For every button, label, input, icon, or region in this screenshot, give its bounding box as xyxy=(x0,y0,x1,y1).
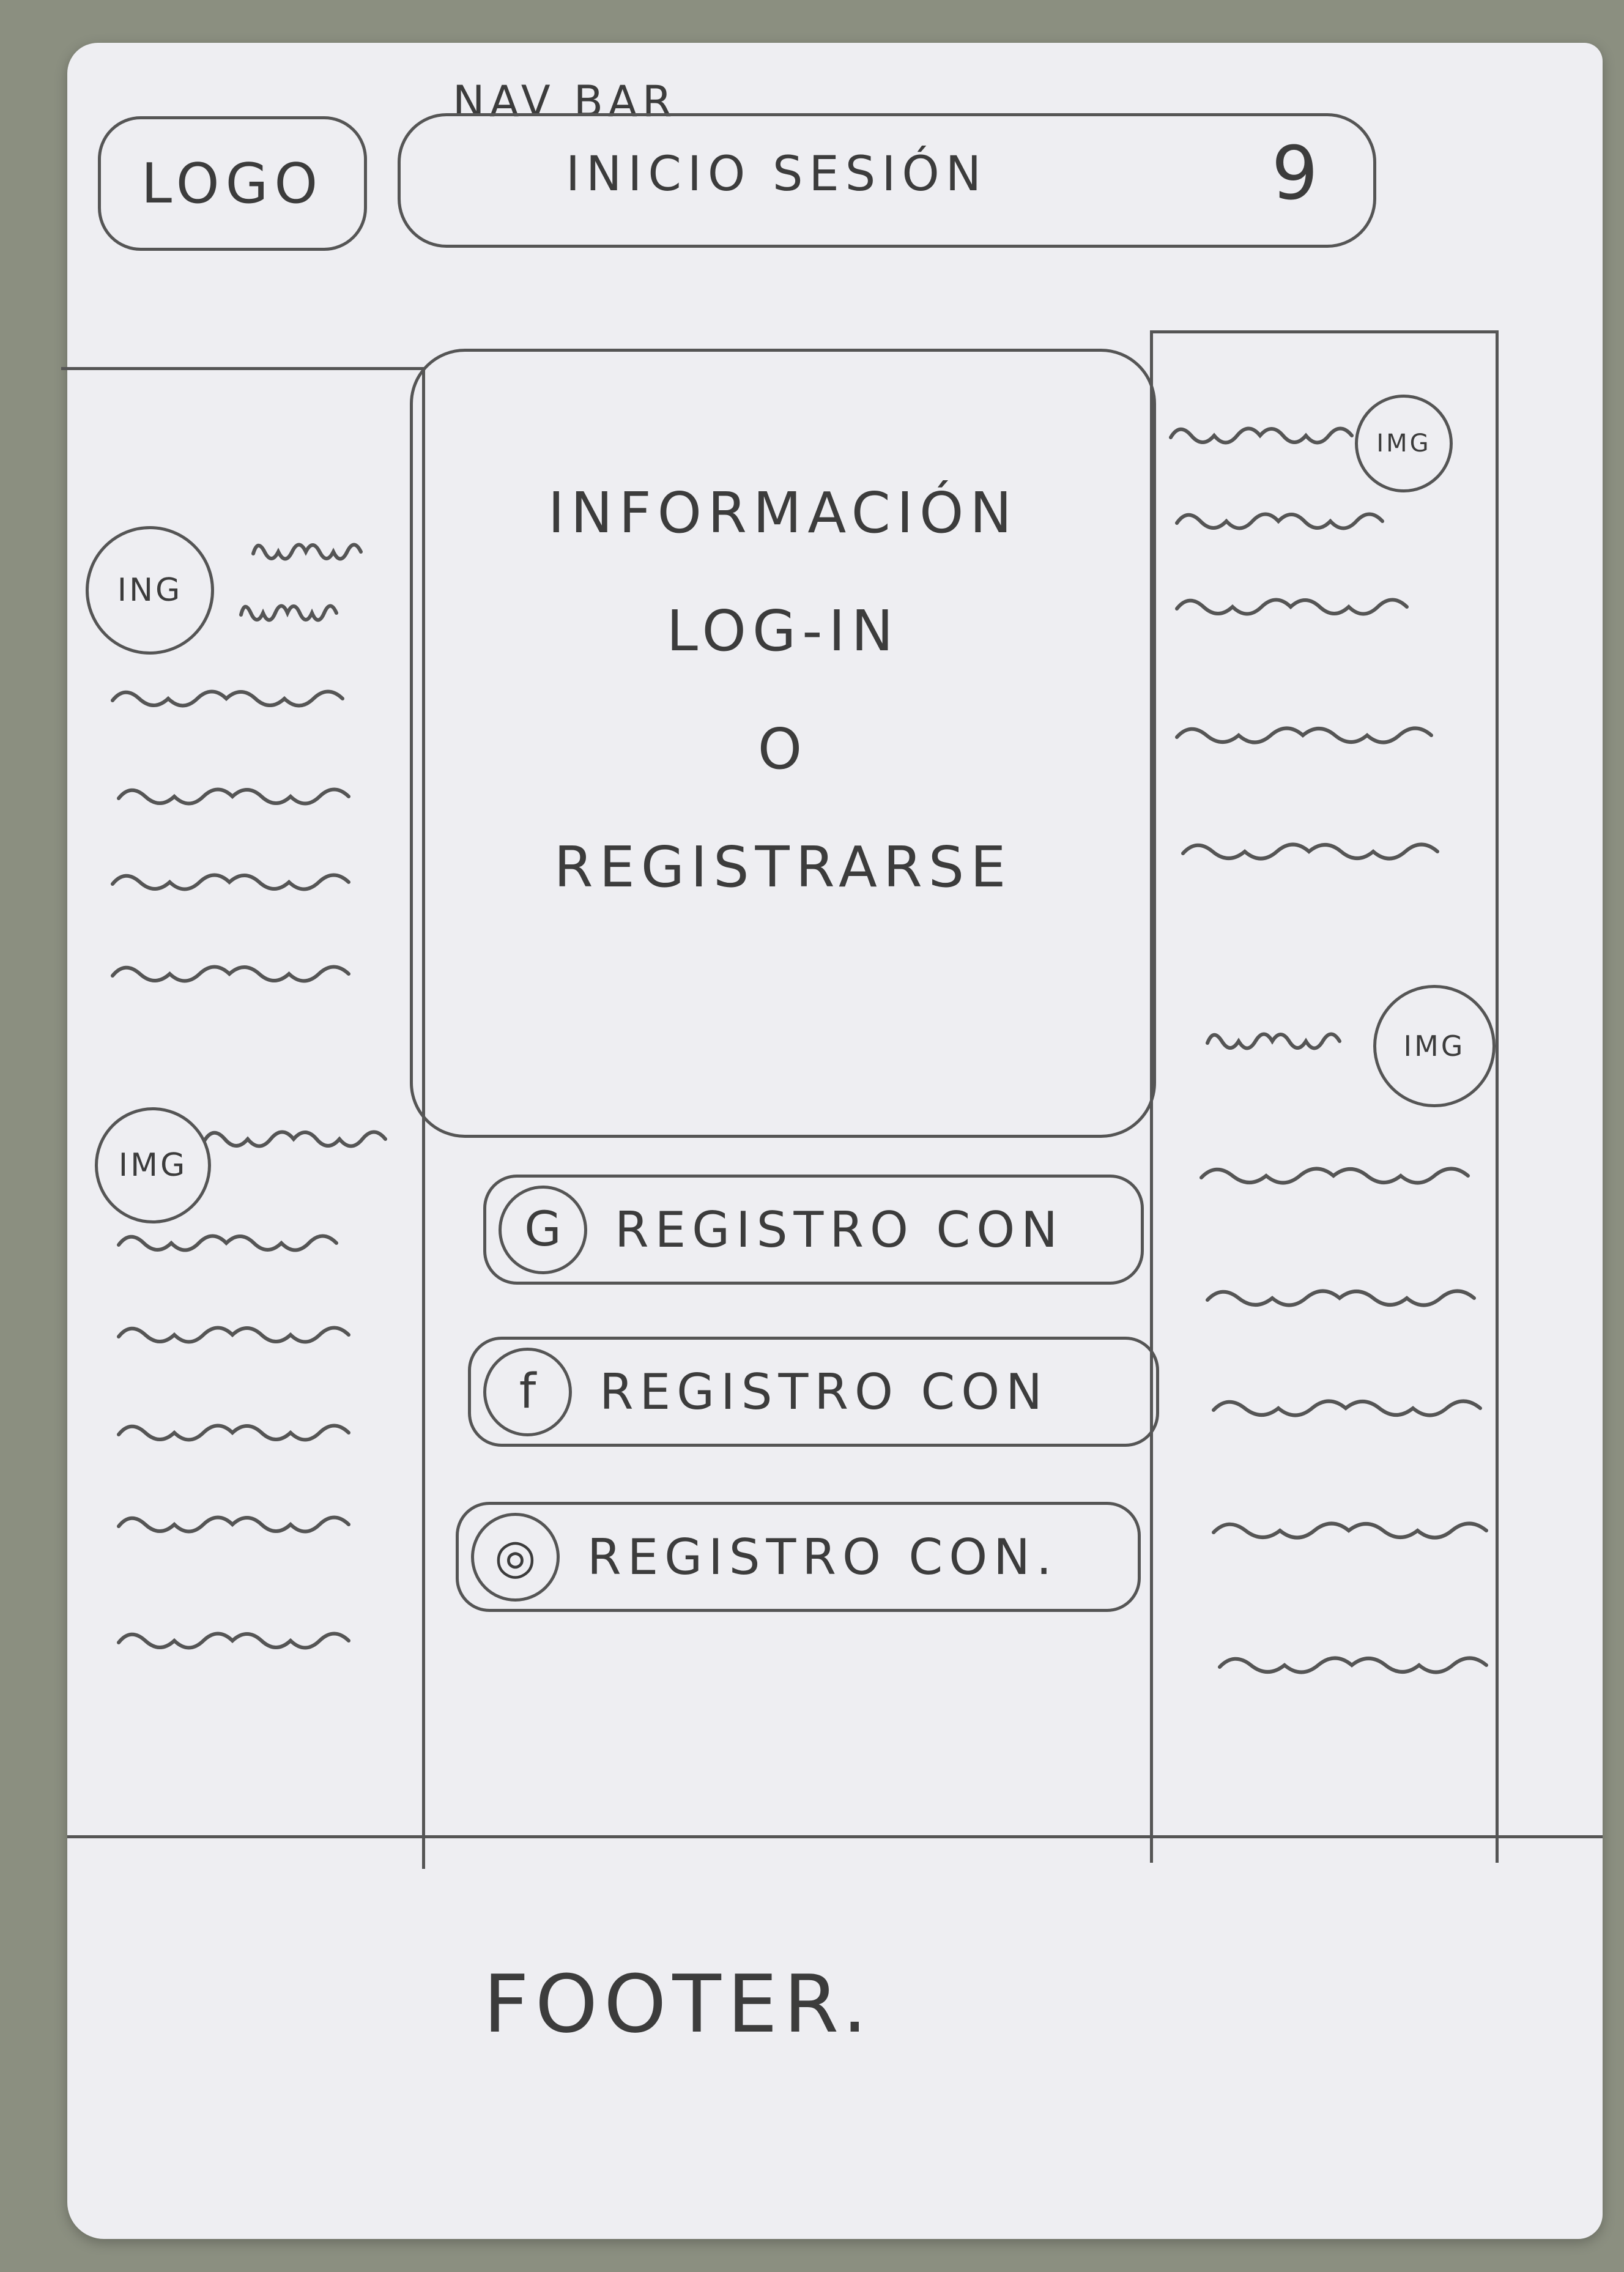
navbar: INICIO SESIÓN 9 xyxy=(398,113,1376,248)
right-sidebar-image-bottom: IMG xyxy=(1373,985,1496,1107)
left-sidebar-image-bottom: IMG xyxy=(95,1107,211,1223)
placeholder-text-line xyxy=(1175,512,1384,530)
register-instagram-button[interactable]: ◎ REGISTRO CON. xyxy=(456,1502,1141,1612)
navbar-caption: NAV BAR xyxy=(453,76,677,127)
register-google-button[interactable]: G REGISTRO CON xyxy=(483,1175,1144,1285)
placeholder-text-line xyxy=(111,689,344,708)
placeholder-text-line xyxy=(117,1515,350,1534)
placeholder-text-line xyxy=(117,787,350,806)
left-sidebar-image-top: ING xyxy=(86,526,214,655)
placeholder-text-line xyxy=(239,604,338,622)
placeholder-text-line xyxy=(117,1632,350,1650)
footer-divider xyxy=(67,1835,1603,1838)
facebook-icon: f xyxy=(483,1347,572,1436)
placeholder-text-line xyxy=(111,965,350,983)
footer: FOOTER. xyxy=(483,1958,873,2051)
placeholder-text-line xyxy=(1181,842,1439,861)
info-register[interactable]: REGISTRARSE xyxy=(554,834,1012,900)
info-or: O xyxy=(757,716,809,782)
register-instagram-label: REGISTRO CON. xyxy=(587,1528,1058,1586)
info-card: INFORMACIÓN LOG-IN O REGISTRARSE xyxy=(410,349,1156,1138)
placeholder-text-line xyxy=(1212,1399,1482,1417)
info-title: INFORMACIÓN xyxy=(547,480,1018,546)
paper-sheet: NAV BAR LOGO INICIO SESIÓN 9 ING IMG IMG… xyxy=(61,43,1603,2239)
placeholder-text-line xyxy=(117,1234,338,1252)
instagram-icon: ◎ xyxy=(471,1512,560,1602)
placeholder-text-line xyxy=(1212,1521,1488,1540)
placeholder-text-line xyxy=(251,543,363,561)
placeholder-text-line xyxy=(1206,1289,1476,1307)
placeholder-text-line xyxy=(1218,1656,1488,1674)
info-login[interactable]: LOG-IN xyxy=(666,598,900,664)
placeholder-text-line xyxy=(202,1130,387,1148)
register-facebook-label: REGISTRO CON xyxy=(599,1363,1049,1420)
logo-text: LOGO xyxy=(141,151,324,216)
placeholder-text-line xyxy=(1199,1167,1470,1185)
placeholder-text-line xyxy=(1175,726,1433,744)
google-icon: G xyxy=(499,1185,587,1274)
search-icon[interactable]: 9 xyxy=(1271,132,1318,217)
placeholder-text-line xyxy=(111,873,350,891)
placeholder-text-line xyxy=(117,1326,350,1344)
placeholder-text-line xyxy=(1169,426,1354,445)
right-sidebar-image-top: IMG xyxy=(1355,395,1453,492)
register-facebook-button[interactable]: f REGISTRO CON xyxy=(468,1337,1159,1447)
placeholder-text-line xyxy=(117,1424,350,1442)
placeholder-text-line xyxy=(1206,1032,1341,1050)
nav-link-inicio-sesion[interactable]: INICIO SESIÓN xyxy=(566,147,988,202)
register-google-label: REGISTRO CON xyxy=(615,1201,1064,1258)
placeholder-text-line xyxy=(1175,598,1409,616)
logo[interactable]: LOGO xyxy=(98,116,367,251)
